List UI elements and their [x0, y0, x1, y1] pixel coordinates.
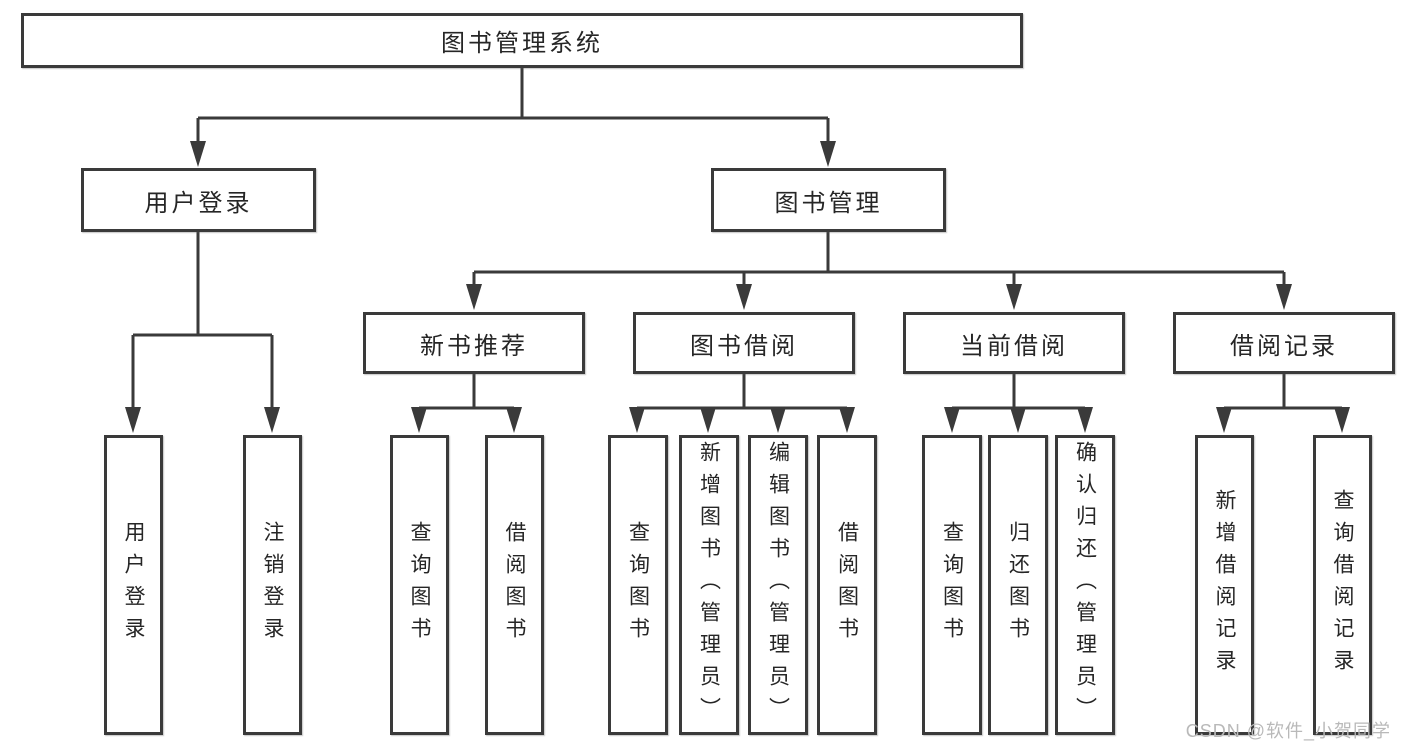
node-label: 查询借阅记录	[1331, 489, 1354, 681]
node-label: 借阅图书	[835, 521, 859, 649]
leaf-confirm-return-admin: 确认归还（管理员）	[1055, 435, 1115, 735]
node-label: 查询图书	[408, 521, 431, 649]
leaf-return-books: 归还图书	[988, 435, 1048, 735]
leaf-borrow-books: 借阅图书	[817, 435, 877, 735]
node-label: 注销登录	[261, 521, 284, 649]
node-label: 借阅记录	[1230, 332, 1338, 360]
node-new-book-recommendation: 新书推荐	[363, 312, 585, 374]
watermark: CSDN @软件_小贺同学	[1185, 721, 1391, 741]
leaf-add-borrow-record: 新增借阅记录	[1195, 435, 1254, 735]
node-label: 编辑图书（管理员）	[766, 441, 790, 729]
node-root: 图书管理系统	[21, 13, 1023, 68]
node-label: 查询图书	[940, 521, 964, 649]
node-label: 当前借阅	[960, 332, 1068, 360]
node-current-borrowing: 当前借阅	[903, 312, 1125, 374]
leaf-user-login: 用户登录	[104, 435, 163, 735]
leaf-borrow-books-recommend: 借阅图书	[485, 435, 544, 735]
leaf-add-books-admin: 新增图书（管理员）	[679, 435, 739, 735]
leaf-logout: 注销登录	[243, 435, 302, 735]
leaf-query-books-recommend: 查询图书	[390, 435, 449, 735]
node-label: 用户登录	[122, 521, 145, 649]
node-user-login: 用户登录	[81, 168, 316, 232]
node-label: 图书管理	[774, 189, 883, 217]
leaf-query-books-borrow: 查询图书	[608, 435, 668, 735]
node-label: 确认归还（管理员）	[1073, 441, 1097, 729]
node-book-management: 图书管理	[711, 168, 946, 232]
node-label: 图书借阅	[690, 332, 798, 360]
node-book-borrowing: 图书借阅	[633, 312, 855, 374]
leaf-query-books-current: 查询图书	[922, 435, 982, 735]
leaf-edit-books-admin: 编辑图书（管理员）	[748, 435, 808, 735]
node-label: 图书管理系统	[441, 30, 603, 57]
node-borrowing-records: 借阅记录	[1173, 312, 1395, 374]
node-label: 用户登录	[144, 189, 253, 217]
node-label: 归还图书	[1006, 521, 1030, 649]
leaf-query-borrow-record: 查询借阅记录	[1313, 435, 1372, 735]
node-label: 新书推荐	[420, 332, 528, 360]
node-label: 新增借阅记录	[1213, 489, 1236, 681]
node-label: 查询图书	[626, 521, 650, 649]
node-label: 借阅图书	[503, 521, 526, 649]
node-label: 新增图书（管理员）	[697, 441, 721, 729]
